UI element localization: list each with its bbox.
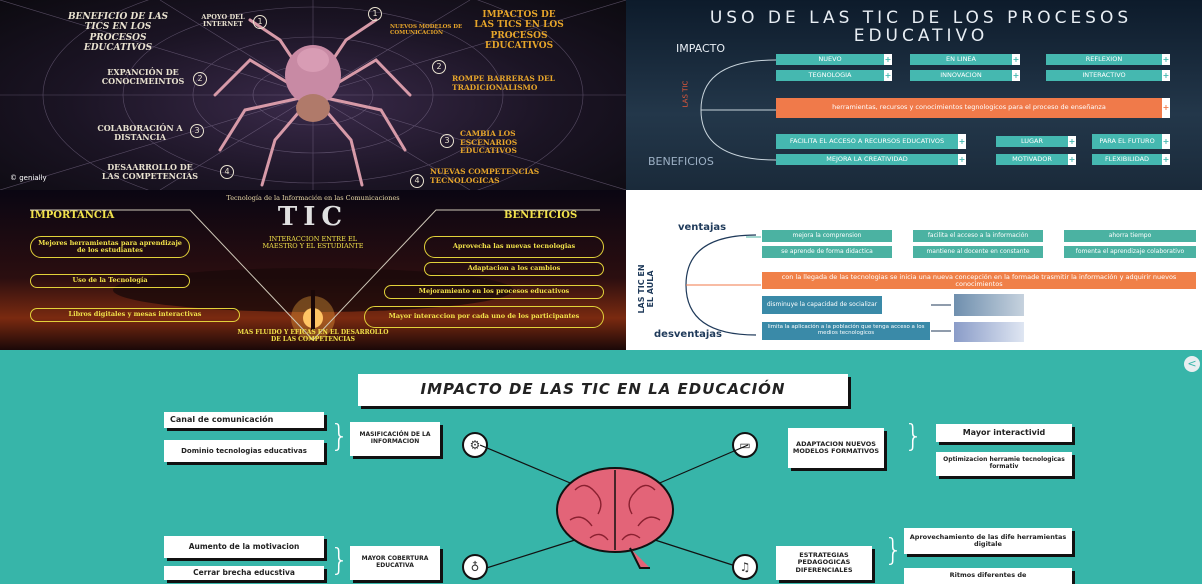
impact-box-en-linea[interactable]: EN LINEA+ <box>910 54 1020 65</box>
beneficio-item-2: Adaptacion a los cambios <box>424 262 604 276</box>
importancia-item-3: Libros digitales y mesas interactivas <box>30 308 240 322</box>
ventaja-box-4: se aprende de forma didactica <box>762 246 892 258</box>
impact-box-nuevo[interactable]: NUEVO+ <box>776 54 892 65</box>
tl-item-1: Canal de comunicación <box>164 412 324 428</box>
desventajas-label: desventajas <box>654 329 722 340</box>
benefit-box-motivador[interactable]: MOTIVADOR+ <box>996 154 1076 165</box>
photo-devices-image <box>954 322 1024 342</box>
beneficios-tic-label: BENEFICIOS <box>504 210 578 221</box>
ventaja-box-5: mantiene al docente en constante <box>913 246 1043 258</box>
importancia-item-2: Uso de la Tecnología <box>30 274 190 288</box>
chat-icon: ▭ <box>732 432 758 458</box>
benefit-box-facilita[interactable]: FACILITA EL ACCESO A RECURSOS EDUCATIVOS… <box>776 134 966 149</box>
tic-big-title: TIC <box>277 202 349 232</box>
impact-4-text: NUEVAS COMPETENCIAS TECNOLOGICAS <box>430 167 540 185</box>
ventaja-box-6: fomenta el aprendizaje colaborativo <box>1064 246 1196 258</box>
tl-head: MASIFICACIÓN DE LA INFORMACION <box>350 422 440 456</box>
benefit-2-text: EXPANCIÓN DE CONOCIMEINTOS <box>101 67 185 87</box>
aula-lines <box>685 234 951 336</box>
impact-3-num: 3 <box>440 134 454 148</box>
benefit-1-num: 1 <box>253 15 267 29</box>
music-icon: ♫ <box>732 554 758 580</box>
brain-title: IMPACTO DE LAS TIC EN LA EDUCACIÓN <box>358 374 848 406</box>
rocket-icon: ♁ <box>462 554 488 580</box>
desventaja-box-1: disminuye la capacidad de socializar <box>762 296 882 314</box>
tree-illustration <box>30 209 600 341</box>
gear-globe-icon: ⚙ <box>462 432 488 458</box>
impact-1-text: NUEVOS MODELOS DE COMUNICACIÓN <box>390 24 463 37</box>
bottom-label: MAS FLUIDO Y EFICAS EN EL DESARROLLO DE … <box>237 329 389 343</box>
impact-box-interactivo[interactable]: INTERACTIVO+ <box>1046 70 1170 81</box>
impactos-title: IMPACTOS DE LAS TICS EN LOS PROCESOS EDU… <box>474 10 564 52</box>
importancia-label: IMPORTANCIA <box>30 210 115 221</box>
benefit-box-futuro[interactable]: PARA EL FUTURO+ <box>1092 134 1170 149</box>
beneficios-label: BENEFICIOS <box>648 155 714 168</box>
center-orange-box[interactable]: herramientas, recursos y conocimientos t… <box>776 98 1170 118</box>
brain-panel: IMPACTO DE LAS TIC EN LA EDUCACIÓN < Can… <box>0 350 1202 584</box>
bl-brace: } <box>330 543 350 578</box>
spider-title: BENEFICIO DE LAS TICS EN LOS PROCESOS ED… <box>67 12 169 54</box>
impact-4-num: 4 <box>410 174 424 188</box>
br-item-1: Aprovechamiento de las dife herramientas… <box>904 528 1072 554</box>
tr-item-1: Mayor interactivid <box>936 424 1072 442</box>
impacto-label: IMPACTO <box>676 42 726 55</box>
impact-box-reflexion[interactable]: REFLEXION+ <box>1046 54 1170 65</box>
photo-business-image <box>954 294 1024 316</box>
interaccion-label: INTERACCION ENTRE EL MAESTRO Y EL ESTUDI… <box>262 235 364 251</box>
tic-top-label: Tecnología de la Información en las Comu… <box>226 194 400 202</box>
benefit-3-text: COLABORACIÓN A DISTANCIA <box>97 123 183 143</box>
impact-2-text: ROMPE BARRERAS DEL TRADICIONALISMO <box>452 74 555 92</box>
br-item-2: Ritmos diferentes de <box>904 568 1072 584</box>
impact-box-innovacion[interactable]: INNOVACION+ <box>910 70 1020 81</box>
benefit-1-text: APOYO DEL INTERNET <box>201 13 245 29</box>
uso-tic-panel: USO DE LAS TIC DE LOS PROCESOS EDUCATIVO… <box>626 0 1202 190</box>
beneficio-item-4: Mayor interaccion por cada uno de los pa… <box>364 306 604 328</box>
genially-logo: © genially <box>10 174 47 182</box>
ventaja-box-3: ahorra tiempo <box>1064 230 1196 242</box>
desventaja-box-2: limita la aplicación a la población que … <box>762 322 930 340</box>
importancia-item-1: Mejores herramientas para aprendizaje de… <box>30 236 190 258</box>
web-illustration <box>0 0 626 190</box>
benefit-box-creatividad[interactable]: MEJORA LA CREATIVIDAD+ <box>776 154 966 165</box>
benefit-3-num: 3 <box>190 124 204 138</box>
benefit-2-num: 2 <box>193 72 207 86</box>
impact-box-tegnologia[interactable]: TEGNOLOGIA+ <box>776 70 892 81</box>
impact-2-num: 2 <box>432 60 446 74</box>
aula-panel: ventajas desventajas LAS TIC EN EL AULA … <box>626 190 1202 350</box>
aula-center-box: con la llegada de las tecnologias se ini… <box>762 272 1196 289</box>
tic-panel: Tecnología de la Información en las Comu… <box>0 190 626 350</box>
tr-item-2: Optimizacion herramie tecnologicas forma… <box>936 452 1072 476</box>
share-icon[interactable]: < <box>1184 356 1200 372</box>
tr-head: ADAPTACION NUEVOS MODELOS FORMATIVOS <box>788 428 884 468</box>
bracket-lines <box>700 59 777 161</box>
benefit-4-num: 4 <box>220 165 234 179</box>
impact-3-text: CAMBIA LOS ESCENARIOS EDUCATIVOS <box>460 129 518 156</box>
bl-item-1: Aumento de la motivacion <box>164 536 324 558</box>
benefit-box-lugar[interactable]: LUGAR+ <box>996 136 1076 147</box>
brain-illustration <box>480 444 749 571</box>
benefit-box-flexibilidad[interactable]: FLEXIBILIDAD+ <box>1092 154 1170 165</box>
ventaja-box-1: mejora la comprension <box>762 230 892 242</box>
spider-panel: BENEFICIO DE LAS TICS EN LOS PROCESOS ED… <box>0 0 626 190</box>
bl-head: MAYOR COBERTURA EDUCATIVA <box>350 546 440 580</box>
ventaja-box-2: facilita el acceso a la información <box>913 230 1043 242</box>
tl-brace: } <box>330 419 350 454</box>
br-brace: } <box>884 533 904 568</box>
impact-1-num: 1 <box>368 7 382 21</box>
br-head: ESTRATEGIAS PEDAGOGICAS DIFERENCIALES <box>776 546 872 580</box>
bl-item-2: Cerrar brecha educstiva <box>164 566 324 580</box>
benefit-4-text: DESAARROLLO DE LAS COMPETENCIAS <box>101 162 199 182</box>
tr-brace: } <box>904 419 924 454</box>
ventajas-label: ventajas <box>678 222 727 233</box>
beneficio-item-3: Mejoramiento en los procesos educativos <box>384 285 604 299</box>
beneficio-item-1: Aprovecha las nuevas tecnologias <box>424 236 604 258</box>
tl-item-2: Dominio tecnologias educativas <box>164 440 324 462</box>
uso-title: USO DE LAS TIC DE LOS PROCESOS EDUCATIVO <box>709 8 1133 46</box>
